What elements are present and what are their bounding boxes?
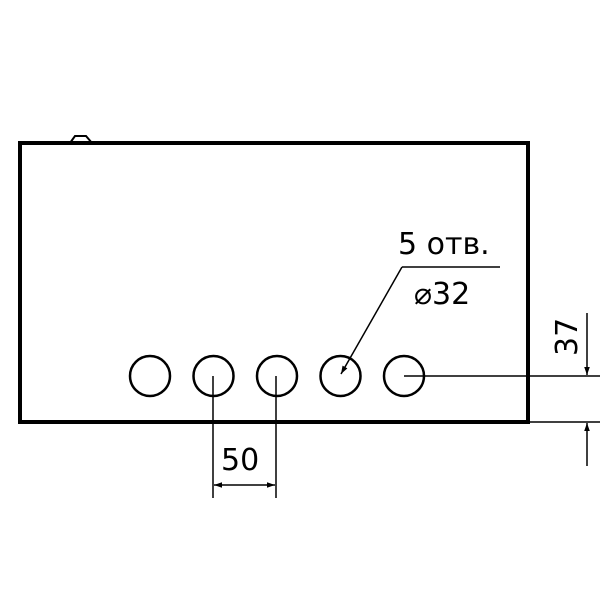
dimension-50-label: 50	[221, 443, 259, 478]
hole-diameter-label: ⌀32	[414, 277, 470, 312]
hole	[319, 354, 362, 398]
holes	[128, 354, 426, 398]
hole	[128, 354, 172, 398]
dimension-37-label: 37	[550, 318, 585, 356]
top-bump	[69, 135, 93, 144]
callout-leader	[340, 266, 403, 375]
hole	[255, 354, 299, 398]
panel-outline	[18, 141, 530, 424]
hole-count-label: 5 отв.	[398, 227, 490, 262]
